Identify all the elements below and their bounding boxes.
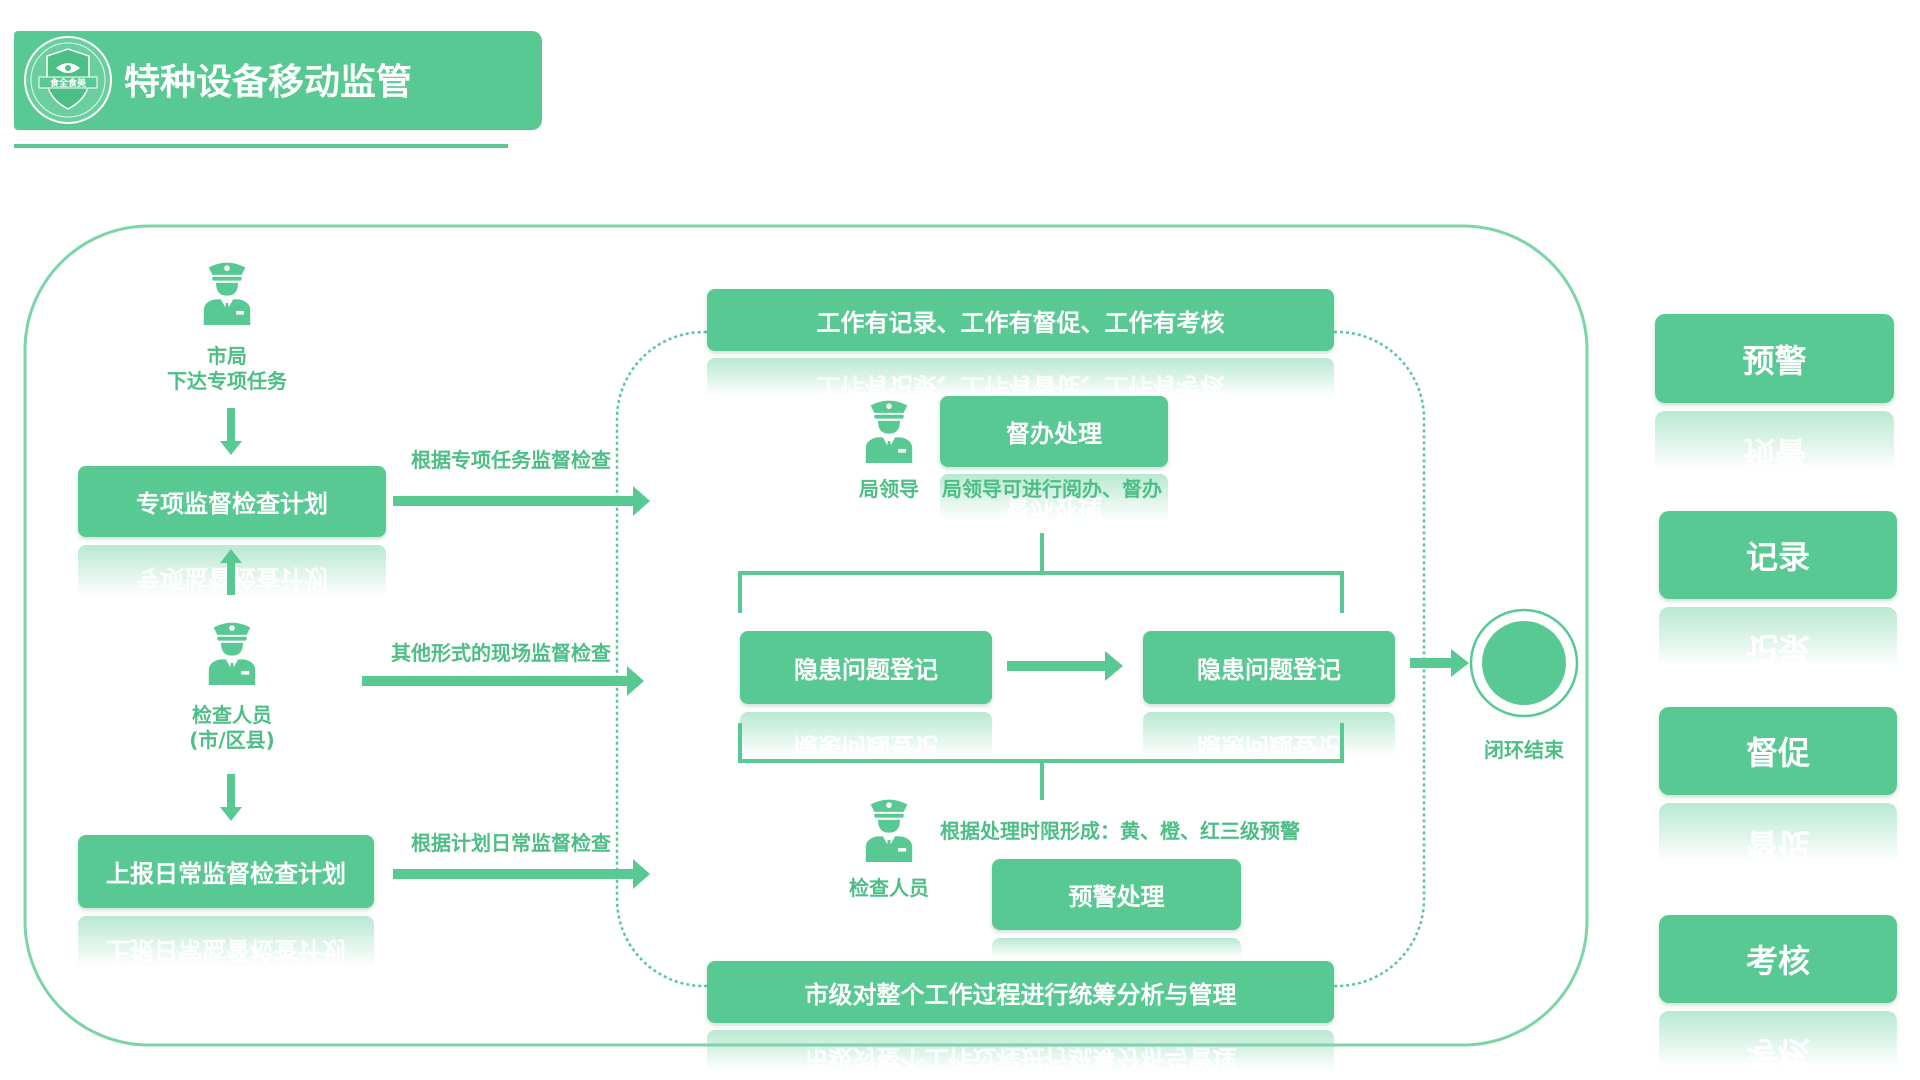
- leader-note: 局领导可进行阅办、督办: [942, 477, 1162, 501]
- sidebar-item-urge: 督促: [1659, 707, 1897, 795]
- police-officer-icon: [862, 397, 916, 463]
- lower-bracket-connector: [738, 723, 1344, 800]
- arrow-to-end: [1410, 649, 1469, 677]
- warning-note: 根据处理时限形成：黄、橙、红三级预警: [940, 819, 1300, 843]
- title-underline: [14, 144, 508, 148]
- special-plan-box: 专项监督检查计划: [78, 466, 386, 537]
- police-officer-icon: [200, 259, 254, 325]
- warning-box: 预警处理: [992, 859, 1241, 930]
- supervise-box: 督办处理: [940, 396, 1168, 467]
- end-node-circle: [1482, 621, 1566, 705]
- inspector-title: 检查人员: [192, 703, 272, 727]
- down-arrow-inspector-to-daily-plan: [220, 774, 242, 821]
- city-bureau-title: 市局: [207, 344, 247, 368]
- arrow-other-inspection: [362, 666, 644, 696]
- inspector-label: 检查人员 (市/区县): [142, 703, 322, 753]
- police-officer-icon: [205, 619, 259, 685]
- city-bureau-task: 下达专项任务: [167, 369, 287, 393]
- hazard-box-right: 隐患问题登记: [1143, 631, 1395, 704]
- bottom-banner: 市级对整个工作过程进行统筹分析与管理: [707, 961, 1334, 1023]
- inspector-scope: (市/区县): [189, 728, 275, 752]
- inner-inspector-label: 检查人员: [849, 876, 929, 900]
- up-arrow-inspector-to-plan: [220, 549, 242, 595]
- logo: 食全食美: [24, 36, 112, 124]
- daily-plan-box: 上报日常监督检查计划: [78, 835, 374, 908]
- end-label: 闭环结束: [1484, 738, 1564, 762]
- sidebar-item-record: 记录: [1659, 511, 1897, 599]
- police-officer-icon: [862, 796, 916, 862]
- sidebar-item-assess: 考核: [1659, 915, 1897, 1003]
- city-bureau-label: 市局 下达专项任务: [137, 344, 317, 394]
- arrow-hazard-to-hazard: [1007, 651, 1123, 681]
- top-banner: 工作有记录、工作有督促、工作有考核: [707, 289, 1334, 351]
- page-title: 特种设备移动监管: [124, 62, 413, 103]
- upper-bracket-connector: [738, 533, 1344, 613]
- outer-process-frame: [23, 224, 1589, 1047]
- down-arrow-task-to-plan: [220, 408, 242, 455]
- daily-inspection-label: 根据计划日常监督检查: [411, 831, 611, 855]
- sidebar-item-warning: 预警: [1655, 314, 1894, 403]
- arrow-daily-inspection: [393, 859, 650, 889]
- other-inspection-label: 其他形式的现场监督检查: [391, 641, 611, 665]
- arrow-special-inspection: [393, 486, 650, 516]
- special-inspection-label: 根据专项任务监督检查: [411, 448, 611, 472]
- hazard-box-left: 隐患问题登记: [740, 631, 992, 704]
- logo-lettering: 食全食美: [49, 77, 87, 89]
- leader-label: 局领导: [859, 477, 919, 501]
